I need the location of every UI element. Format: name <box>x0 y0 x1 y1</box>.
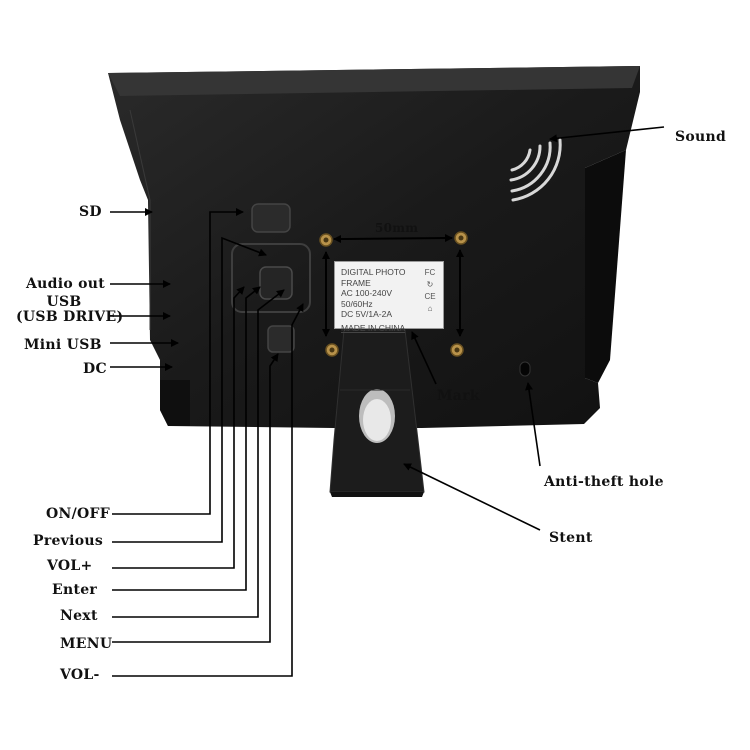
plate-line: DC 5V/1A-2A <box>341 309 393 319</box>
label-stent: Stent <box>549 530 593 546</box>
leader-menu <box>112 353 279 643</box>
label-audio-out: Audio out <box>26 276 106 292</box>
rating-plate: DIGITAL PHOTO FRAME AC 100-240V 50/60Hz … <box>334 261 444 333</box>
vol-minus-button[interactable] <box>267 325 295 353</box>
leader-stent <box>403 463 541 531</box>
ce-mark-icon: CE <box>424 292 436 301</box>
leader-lines <box>110 126 665 677</box>
stand <box>329 329 425 497</box>
label-dimension: 50mm <box>375 221 419 235</box>
label-vol-plus: VOL+ <box>47 558 93 574</box>
certification-marks: FC ↻ CE ⌂ <box>422 267 438 315</box>
frame-body <box>108 66 640 428</box>
label-mark: Mark <box>437 388 480 404</box>
dimension-arrows <box>322 234 464 337</box>
leader-enter <box>112 286 261 591</box>
button-cluster <box>231 203 311 353</box>
mounting-screws <box>319 231 468 357</box>
leader-previous <box>112 236 267 543</box>
anti-theft-hole-icon <box>519 361 531 377</box>
leader-next <box>112 289 285 618</box>
label-usb-line1: USB <box>46 294 82 310</box>
leader-anti-theft <box>525 382 541 467</box>
label-sd: SD <box>79 204 102 220</box>
plate-line: AC 100-240V <box>341 288 393 298</box>
label-usb: USB (USB DRIVE) <box>16 294 124 325</box>
label-anti-theft-hole: Anti-theft hole <box>544 474 664 490</box>
leader-vol-plus <box>112 286 245 569</box>
label-sound: Sound <box>675 129 727 145</box>
speaker-icon <box>509 138 562 202</box>
leader-vol-minus <box>112 303 304 677</box>
label-dc: DC <box>83 361 107 377</box>
label-usb-line2: (USB DRIVE) <box>16 309 124 325</box>
label-mini-usb: Mini USB <box>24 337 102 353</box>
fc-mark-icon: FC <box>424 268 436 277</box>
leader-mark <box>411 331 437 385</box>
bin-icon: ⌂ <box>427 304 433 313</box>
label-on-off: ON/OFF <box>46 506 110 522</box>
plate-line: DIGITAL PHOTO FRAME <box>341 267 406 288</box>
label-vol-minus: VOL- <box>60 667 100 683</box>
leader-sound <box>549 126 665 143</box>
on-off-button[interactable] <box>251 203 291 233</box>
label-enter: Enter <box>52 582 98 598</box>
leader-on-off <box>112 208 244 515</box>
plate-line: MADE IN CHINA <box>341 322 406 333</box>
enter-button[interactable] <box>259 266 293 300</box>
label-next: Next <box>60 608 98 624</box>
recycle-icon: ↻ <box>426 280 434 289</box>
label-menu: MENU <box>60 636 113 652</box>
plate-line: 50/60Hz <box>341 298 373 309</box>
label-previous: Previous <box>33 533 104 549</box>
